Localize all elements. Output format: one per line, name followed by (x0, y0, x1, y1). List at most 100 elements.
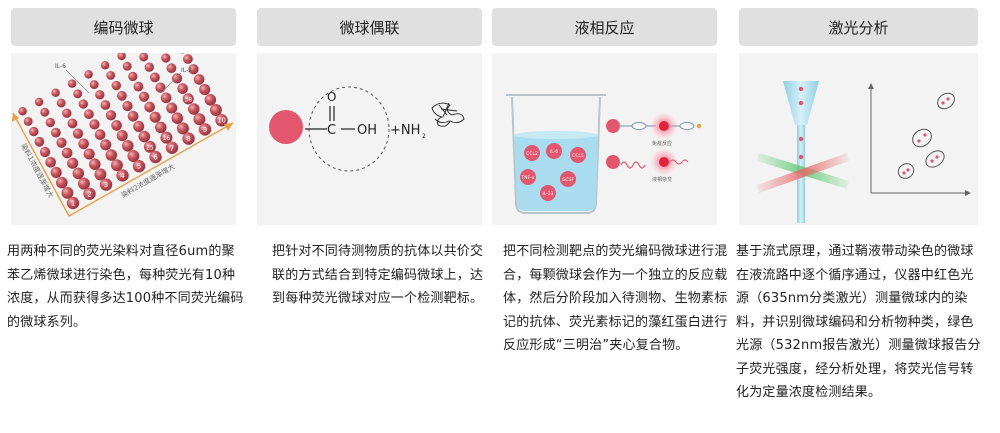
microsphere-bead (122, 61, 132, 71)
bead-coupling-illustration: O C OH +NH 2 (257, 53, 482, 225)
flow-bead-4 (798, 154, 804, 160)
microsphere-bead (77, 177, 90, 190)
reaction-bead-2 (606, 155, 620, 169)
callout-il6-line (65, 69, 90, 94)
microsphere-bead (111, 80, 121, 91)
microsphere-bead (105, 149, 118, 161)
microsphere-bead (29, 126, 39, 137)
microsphere-bead (188, 103, 200, 115)
microsphere-bead (61, 147, 73, 159)
microsphere (269, 110, 303, 144)
axis-dye1-line (12, 112, 70, 217)
microsphere-bead (105, 110, 117, 121)
microsphere-bead (78, 99, 88, 109)
callout-il2-line (160, 72, 182, 94)
microsphere-bead (139, 53, 149, 62)
flow-bead-2 (798, 100, 804, 106)
microsphere-bead (56, 137, 67, 148)
microsphere-bead (51, 88, 60, 98)
axis-dye2-line (68, 122, 234, 217)
flow-bead-1 (798, 86, 804, 92)
panel-description: 用两种不同的荧光染料对直径6um的聚苯乙烯微球进行染色，每种荧光有10种浓度，从… (7, 244, 244, 330)
carbon-atom: C (327, 123, 336, 138)
microsphere-bead (40, 107, 50, 117)
beaker-bead-label: IL-13 (542, 191, 553, 197)
microsphere-bead (176, 122, 189, 135)
beaker-bead (570, 147, 586, 163)
carbonyl-oxygen: O (327, 90, 336, 104)
microsphere-bead (183, 54, 193, 64)
dna-strand (620, 161, 646, 169)
hydroxyl-group: OH (357, 123, 377, 138)
microsphere-bead (78, 138, 89, 150)
microsphere-bead (198, 123, 212, 136)
axis-dye2-label: 染料2浓度逐渐增大 (120, 162, 177, 200)
microsphere-bead (116, 130, 128, 142)
microsphere-bead (215, 114, 228, 127)
microsphere-bead (144, 101, 155, 113)
microsphere-bead (138, 130, 151, 143)
microsphere-bead (89, 119, 100, 130)
microsphere-bead (171, 112, 184, 124)
antibody-icon (431, 102, 465, 127)
microsphere-bead (171, 73, 183, 84)
microsphere-bead (166, 63, 177, 74)
plot-y-arrow (868, 83, 874, 89)
microsphere-bead (160, 131, 173, 144)
axis-dye2-arrow (224, 123, 233, 131)
callout-il2-label: IL-2 (181, 67, 192, 74)
callout-il6-label: IL-6 (55, 63, 66, 70)
antibody-chain-1b (670, 122, 702, 130)
amine-group: +NH (390, 123, 420, 138)
beaker-bead-label: CCL5 (572, 153, 584, 159)
microsphere-bead (128, 71, 138, 82)
microsphere-bead (67, 157, 79, 169)
microsphere-bead (116, 169, 129, 182)
microsphere-bead (83, 148, 95, 160)
microsphere-bead (51, 127, 61, 138)
bead-grid: 染料1浓度逐渐增大 染料2浓度逐渐增大 IL-6 IL-2 1234567891… (12, 53, 234, 217)
beaker-bead-label: IL-6 (550, 149, 558, 155)
microsphere-bead (111, 120, 122, 131)
microsphere-bead (39, 146, 51, 158)
panel-title: 激光分析 (739, 8, 978, 46)
axis-dye1-label: 染料1浓度逐渐增大 (19, 142, 55, 200)
microsphere-bead (127, 150, 140, 162)
microsphere-bead (149, 150, 162, 164)
microsphere-bead (50, 166, 62, 178)
microsphere-bead (160, 92, 172, 104)
microsphere-bead (67, 79, 77, 88)
cluster-3 (925, 150, 945, 168)
beaker-bead-label: GCSF (562, 177, 574, 183)
reaction-pe-1 (659, 121, 669, 131)
panel-description: 基于流式原理，通过鞘液带动染色的微球在液流路中逐个循序通过，仪器中红色光源（63… (736, 244, 981, 400)
axis-dye1-arrow (12, 113, 19, 122)
microsphere-bead (155, 121, 167, 134)
microsphere-bead (72, 167, 85, 180)
microsphere-bead (155, 82, 166, 93)
microsphere-bead (94, 168, 107, 181)
cluster-2 (912, 128, 932, 148)
microsphere-bead (67, 118, 78, 129)
microsphere-bead (56, 98, 66, 108)
microsphere-bead (209, 104, 222, 116)
microsphere-bead (150, 72, 160, 83)
microsphere-bead (99, 178, 113, 191)
microsphere-bead (117, 90, 127, 101)
bead-number-label: 6 (153, 154, 158, 162)
microsphere-bead (72, 128, 84, 139)
microsphere-bead (56, 176, 68, 189)
label-hybridization: 液相杂交 (652, 176, 672, 183)
microsphere-bead (89, 80, 99, 90)
microsphere-bead (100, 139, 112, 151)
microsphere-bead (161, 53, 171, 63)
panel-title: 编码微球 (11, 8, 236, 46)
microsphere-bead (100, 100, 111, 110)
microsphere-bead (166, 102, 178, 114)
panel-title: 液相反应 (492, 8, 717, 46)
beaker-bead (524, 145, 540, 161)
bead-number-label: 10 (217, 117, 226, 125)
panel-title: 微球偶联 (257, 8, 482, 46)
microsphere-bead (165, 141, 179, 154)
